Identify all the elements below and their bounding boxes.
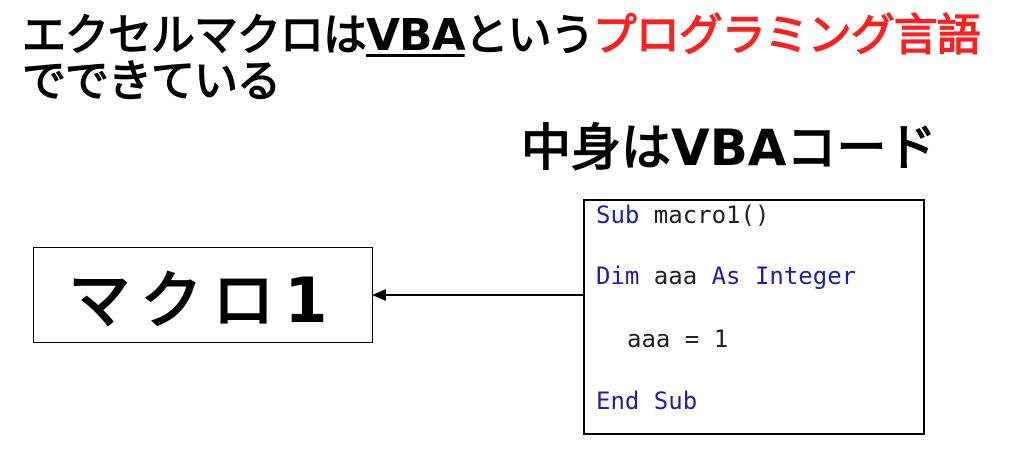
headline-text-2: という — [464, 10, 594, 61]
vba-code-box: Sub macro1() Dim aaa As Integer aaa = 1 … — [583, 199, 925, 435]
code-keyword-dim: Dim — [596, 262, 640, 290]
code-text-aaa: aaa — [639, 262, 712, 290]
headline-line-2: でできている — [22, 56, 281, 107]
headline-line-1: エクセルマクロはVBAというプログラミング言語 — [22, 14, 981, 58]
code-keyword-sub: Sub — [596, 201, 640, 229]
headline-text-1: エクセルマクロは — [22, 10, 367, 61]
arrow-head — [372, 289, 386, 301]
code-line-4: End Sub — [596, 387, 697, 415]
code-line-1: Sub macro1() — [596, 201, 769, 229]
code-line-3: aaa = 1 — [627, 325, 728, 353]
macro-label: マクロ1 — [68, 264, 338, 337]
headline-highlight: プログラミング言語 — [592, 10, 981, 61]
macro-box: マクロ1 — [33, 247, 373, 343]
headline-keyword-vba: VBA — [366, 10, 466, 61]
code-text-macro1: macro1() — [639, 201, 770, 229]
subtitle: 中身はVBAコード — [521, 119, 937, 177]
code-line-2: Dim aaa As Integer — [596, 262, 856, 290]
code-keyword-end-sub: End Sub — [596, 387, 698, 415]
code-keyword-as-integer: As Integer — [711, 262, 857, 290]
code-text-assign: aaa = 1 — [627, 325, 729, 353]
